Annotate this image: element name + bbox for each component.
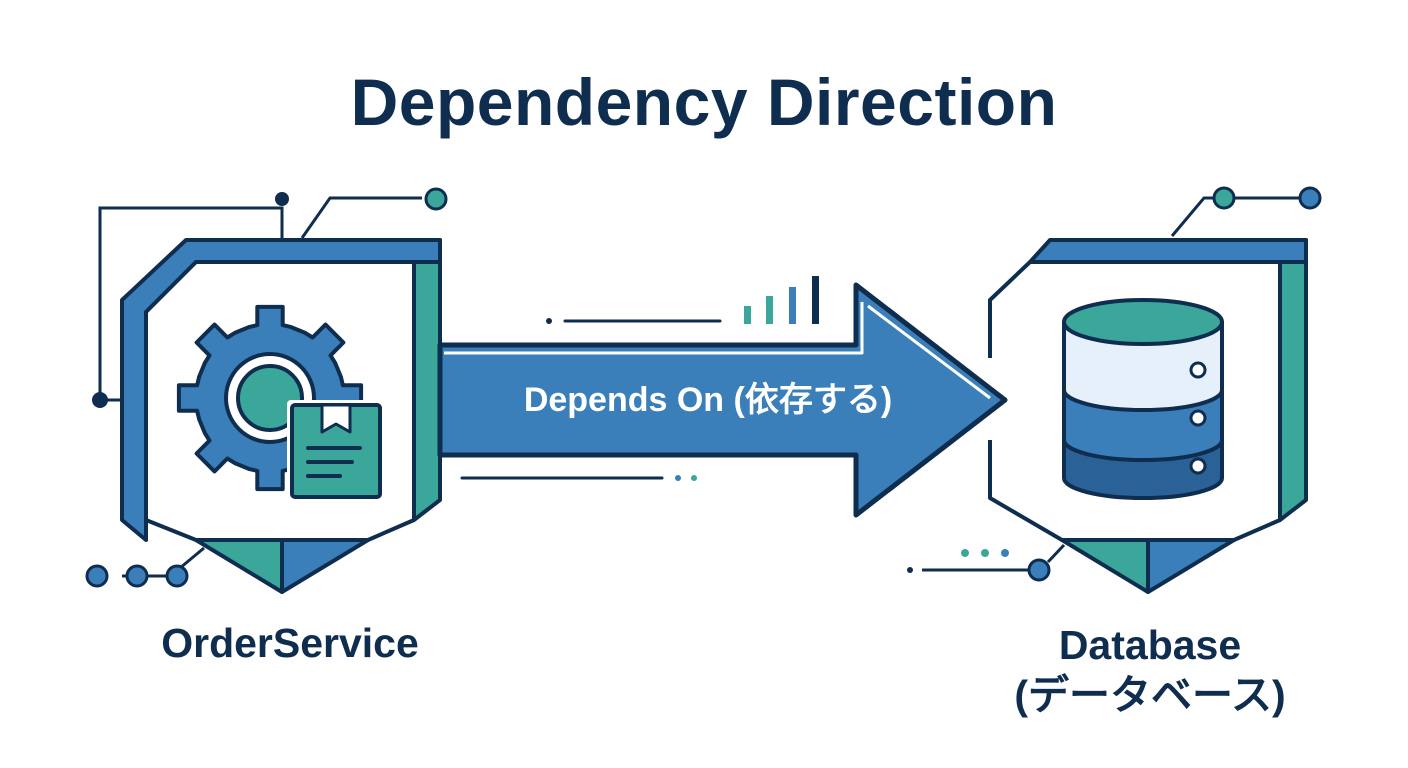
edge-label: Depends On (依存する) [523, 381, 893, 419]
motion-lines [546, 276, 819, 324]
circuit-node-dot [1298, 186, 1322, 210]
source-node-label: OrderService [161, 620, 419, 666]
circuit-node-dot [165, 564, 189, 588]
circuit-node-dot [961, 549, 969, 557]
circuit-node-dot [125, 564, 149, 588]
circuit-node-dot [1027, 558, 1051, 582]
target-node-label: Database (データベース) [960, 620, 1340, 720]
database-icon [1062, 298, 1224, 500]
circuit-node-dot [1001, 549, 1009, 557]
package-icon [287, 400, 383, 500]
target-node-label-line1: Database [1058, 622, 1242, 668]
circuit-node-dot [275, 192, 289, 206]
circuit-node-dot [907, 567, 913, 573]
target-node-label-line2: (データベース) [1014, 672, 1286, 718]
circuit-node-dot [92, 392, 108, 408]
right-circuit-decoration [922, 196, 1306, 572]
circuit-node-dot [981, 549, 989, 557]
circuit-node-dot [85, 564, 109, 588]
circuit-node-dot [424, 187, 448, 211]
motion-lines [460, 475, 697, 481]
depends-on-arrow [437, 282, 1008, 518]
circuit-node-dot [1212, 186, 1236, 210]
diagram-title: Dependency Direction [350, 65, 1058, 139]
